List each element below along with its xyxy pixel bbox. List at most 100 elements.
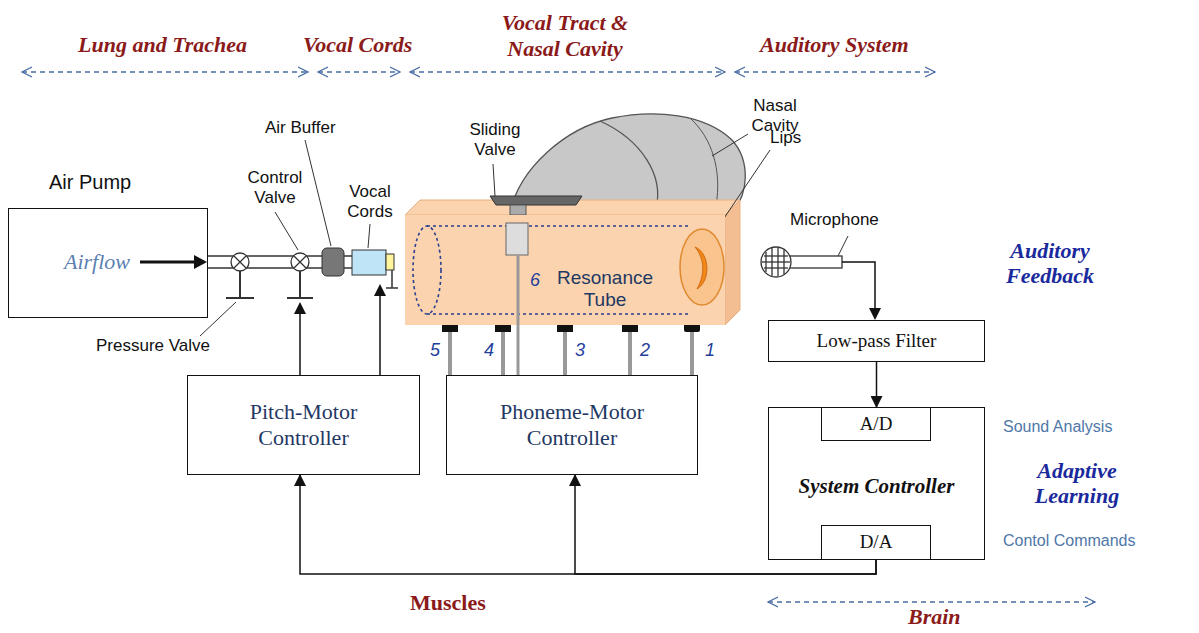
part-label: Vocal Cords [340, 182, 400, 222]
function-note: Contol Commands [1003, 532, 1136, 550]
function-label: Auditory Feedback [985, 238, 1115, 288]
microphone-signal-line [842, 262, 881, 320]
section-heading: Vocal Cords [303, 32, 412, 58]
control-valve-actuator-part [294, 302, 306, 314]
airflow-arrow [140, 255, 207, 269]
callout-number: 1 [705, 340, 715, 361]
tube-interior-part [680, 229, 724, 305]
section-span-arrows-part [768, 601, 1095, 602]
section-heading: Auditory System [760, 32, 909, 58]
sliding-valve-part [510, 205, 526, 215]
vocal-cords-actuator-part [379, 294, 381, 375]
vocal-cords-part [352, 250, 386, 275]
rod-caps-part [495, 325, 511, 332]
resonance-tube-faces [405, 200, 740, 325]
part-label: Microphone [790, 210, 879, 230]
node-text: System Controller [799, 474, 955, 499]
air-buffer-part [322, 248, 344, 276]
resonance-tube-faces-part [725, 200, 740, 325]
tube-interior-part-part [413, 226, 441, 314]
tube-interior-part [413, 226, 690, 314]
leader-lines-part [368, 224, 370, 248]
vocal-cords-part [391, 270, 393, 288]
articulator-rods [450, 325, 692, 375]
node-text: A/D [860, 413, 893, 435]
control-valve [287, 253, 313, 298]
node-text: Resonance Tube [555, 267, 655, 311]
rod-caps-part [557, 325, 573, 332]
section-heading: Brain [908, 604, 961, 630]
vocal-cords-actuator [374, 284, 386, 375]
leader-lines-part [275, 212, 298, 250]
control-valve-part [294, 256, 306, 268]
node-text: Low-pass Filter [817, 330, 937, 352]
pressure-valve-part [231, 253, 249, 271]
control-valve-actuator [294, 302, 306, 375]
tube-interior-part [695, 247, 707, 289]
system-controller-box: System Controller A/D D/A [768, 407, 985, 560]
articulator-rods-part [517, 325, 520, 375]
tube-interior-part [506, 223, 528, 255]
tube-interior-part-part [427, 313, 690, 315]
function-note: Sound Analysis [1003, 418, 1112, 436]
part-label: Control Valve [243, 168, 307, 208]
tube-interior-part [517, 255, 520, 325]
filter-box: Low-pass Filter [768, 320, 985, 362]
section-heading: Muscles [410, 590, 486, 616]
callout-number: 5 [430, 340, 440, 361]
vocal-cords-part [386, 254, 394, 270]
section-span-arrows-part [22, 71, 308, 72]
microphone-part [764, 255, 788, 256]
part-label: Air Buffer [265, 118, 336, 138]
articulator-rods-part [563, 332, 567, 375]
leader-lines-part [200, 302, 236, 336]
air-pump-box: Air PumpAirflow [8, 208, 208, 318]
rod-caps-part [622, 325, 638, 332]
node-text: Pitch-Motor Controller [208, 399, 399, 451]
node-text: Airflow [64, 249, 130, 275]
callout-number: 6 [530, 270, 540, 291]
sliding-valve-part [490, 196, 582, 205]
microphone [761, 247, 842, 277]
pressure-valve-part [234, 256, 246, 268]
converter-box: D/A [821, 525, 931, 560]
section-span-arrows-part [735, 71, 935, 72]
node-text: Air Pump [49, 171, 131, 194]
function-label: Adaptive Learning [1012, 458, 1142, 508]
microphone-part [762, 261, 790, 262]
section-heading: Lung and Trachea [78, 32, 247, 58]
nasal-cavity-part [600, 121, 658, 208]
leader-lines-part [712, 134, 748, 156]
callout-number: 3 [575, 340, 585, 361]
rod-caps-part [442, 325, 458, 332]
articulator-rods-part [501, 332, 505, 375]
vocal-cords-actuator-part [374, 284, 386, 296]
vocal-cords [352, 250, 398, 288]
part-label: Sliding Valve [462, 120, 528, 160]
pressure-valve-part [239, 271, 241, 298]
section-span-arrows-part [410, 71, 725, 72]
microphone-part [761, 247, 791, 277]
pressure-valve-part [234, 256, 246, 268]
articulator-rods-part [628, 332, 632, 375]
microphone-part [789, 256, 842, 268]
control-valve-part [291, 253, 309, 271]
vocal-cords-part [386, 287, 398, 289]
pressure-valve [226, 253, 254, 298]
control-valve-actuator-part [299, 312, 301, 375]
signal-connector [876, 362, 878, 407]
section-span-arrows [22, 72, 1095, 602]
tube-interior-part-part [427, 225, 690, 227]
articulator-rods-part [448, 332, 452, 375]
control-valve-part [287, 297, 313, 299]
airflow-arrow-part [140, 261, 196, 264]
node-text: D/A [860, 531, 893, 553]
nasal-cavity-part [690, 118, 718, 206]
resonance-tube: Resonance Tube [405, 215, 725, 325]
converter-box: A/D [821, 407, 931, 441]
section-span-arrows-part [318, 71, 400, 72]
controller-box: Pitch-Motor Controller [187, 375, 420, 475]
pressure-valve-part [226, 297, 254, 299]
part-label: Pressure Valve [96, 336, 210, 356]
